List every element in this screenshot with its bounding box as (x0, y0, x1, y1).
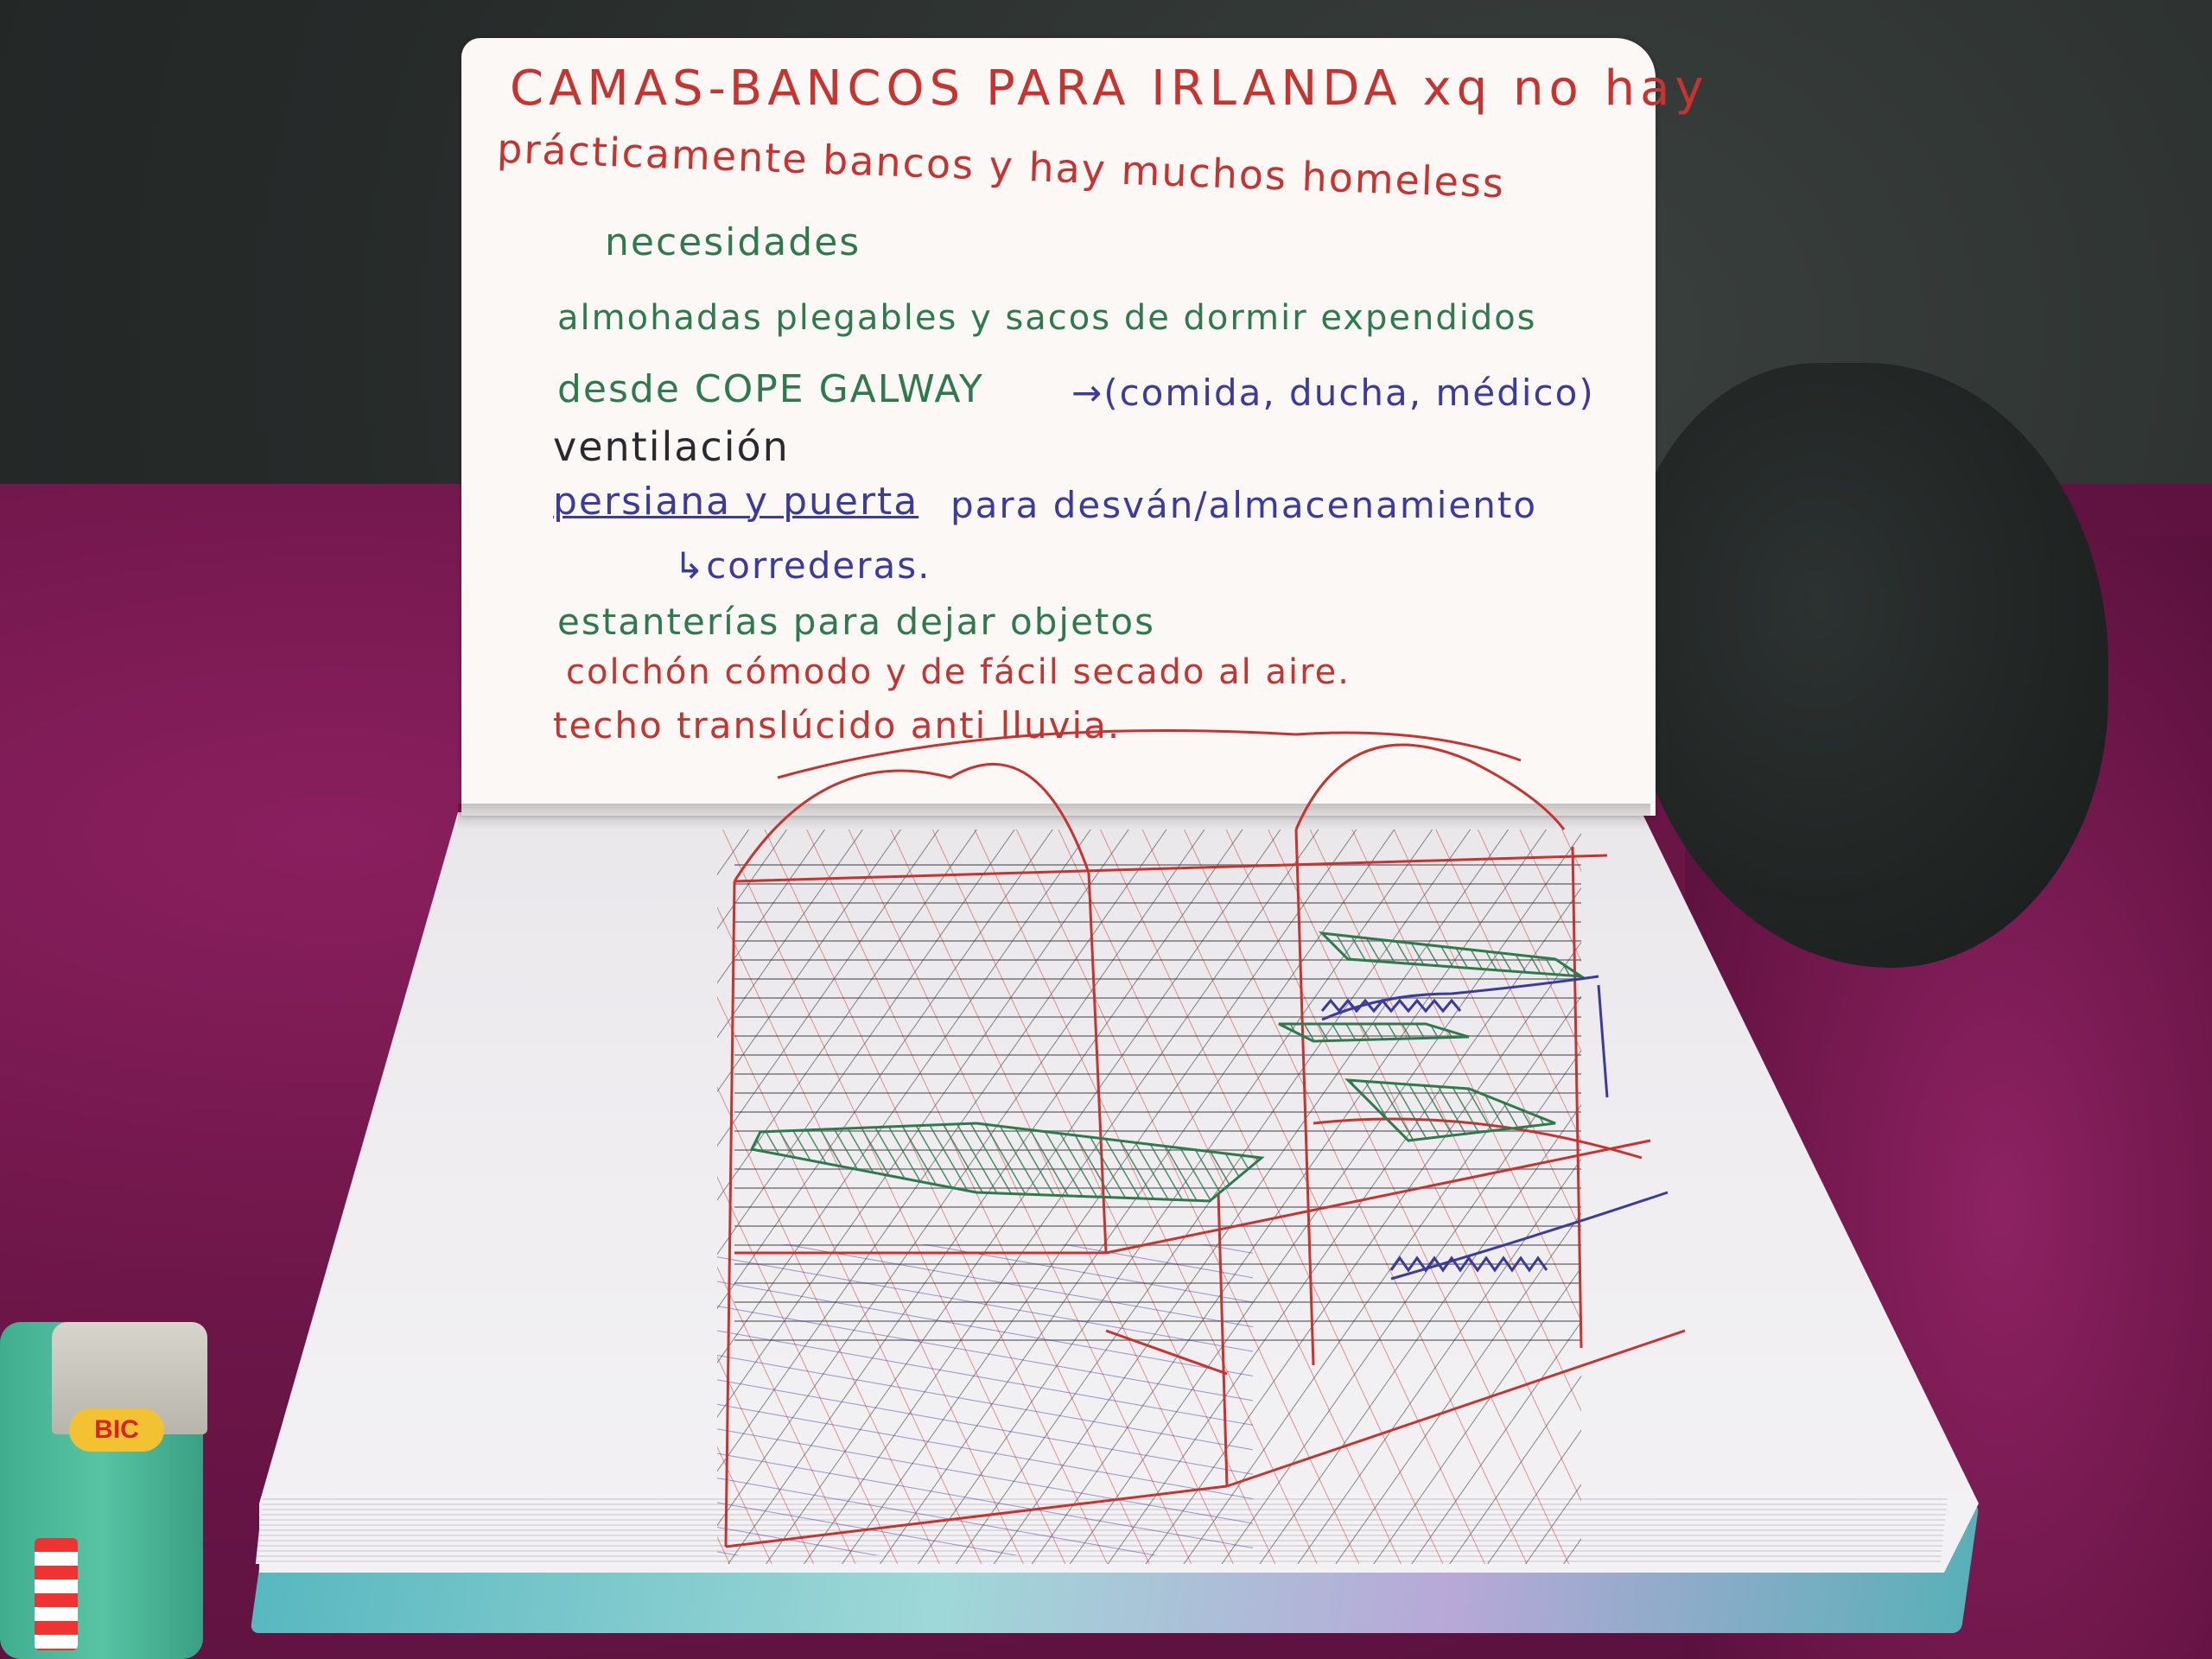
note-line-title: CAMAS-BANCOS PARA IRLANDA xq no hay (510, 60, 1709, 117)
notebook-top-page (461, 38, 1656, 816)
note-line-necesidades: necesidades (605, 220, 861, 264)
lighter-lighthouse-graphic (35, 1538, 78, 1650)
note-line-almohadas: almohadas plegables y sacos de dormir ex… (557, 298, 1537, 338)
lighter-brand-logo: BIC (69, 1408, 164, 1452)
note-line-correderas: ↳correderas. (674, 544, 931, 587)
sketch-blue-mattress (1320, 975, 1669, 1281)
note-line-desvan: para desván/almacenamiento (950, 484, 1538, 526)
sketch-hatching (717, 830, 1581, 1564)
note-line-colchon: colchón cómodo y de fácil secado al aire… (566, 652, 1351, 692)
sketch-shelves (749, 931, 1586, 1203)
note-line-comida: →(comida, ducha, médico) (1071, 372, 1595, 414)
note-line-cope-galway: desde COPE GALWAY (557, 367, 984, 411)
note-line-ventilacion: ventilación (553, 423, 790, 470)
note-line-estanterias: estanterías para dejar objetos (557, 601, 1155, 643)
note-line-persiana: persiana y puerta (553, 480, 919, 524)
note-line-techo: techo translúcido anti lluvia. (553, 704, 1122, 747)
dark-cloth-fold (1624, 363, 2108, 968)
notebook-spine-shadow (458, 804, 1650, 830)
sketch-frame (724, 729, 1686, 1548)
